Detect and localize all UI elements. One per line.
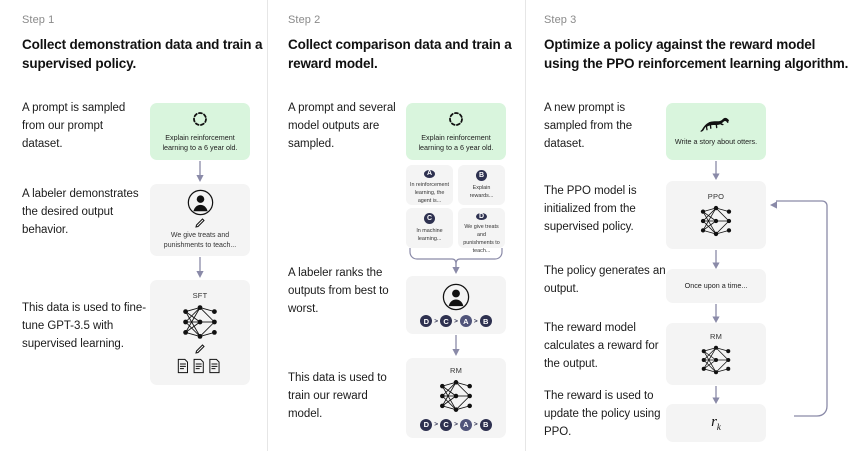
step-1-labeler-box[interactable]: We give treats and punishments to teach.… bbox=[150, 184, 250, 256]
rank-sep-2: > bbox=[454, 421, 458, 428]
step-1-label: Step 1 bbox=[22, 14, 55, 26]
ppo-label: PPO bbox=[707, 191, 725, 201]
step-3-caption-4: The reward model calculates a reward for… bbox=[544, 322, 659, 370]
rank-sep-3: > bbox=[473, 421, 478, 428]
rank-badge-1: D bbox=[420, 418, 433, 431]
refresh-dashed-icon bbox=[447, 110, 465, 128]
step-3-caption-5: The reward is used to update the policy … bbox=[544, 390, 661, 438]
step-3-output-box[interactable]: Once upon a time... bbox=[666, 269, 766, 303]
rank-badge-1: D bbox=[420, 315, 433, 327]
step-2-title: Collect comparison data and train a rewa… bbox=[288, 37, 512, 72]
step-1-labeler-text: We give treats and punishments to teach.… bbox=[163, 232, 237, 249]
step-2-rm-box[interactable]: RM D bbox=[406, 358, 506, 438]
rank-badge-4: B bbox=[479, 418, 492, 431]
step-2-caption-1: A prompt and several model outputs are s… bbox=[288, 102, 396, 150]
option-badge-a: A bbox=[424, 170, 435, 178]
step-2-ranker-box[interactable]: D > C > A > B bbox=[406, 276, 506, 334]
rank-badge-3: A bbox=[459, 315, 472, 327]
rank-sep-1: > bbox=[434, 317, 439, 325]
option-card-c[interactable]: C In machine learning... bbox=[406, 208, 453, 248]
reward-value: rk bbox=[711, 414, 721, 432]
documents-icon bbox=[177, 358, 223, 374]
person-circle-icon bbox=[442, 283, 470, 311]
step-3-caption-3: The policy generates an output. bbox=[544, 265, 666, 295]
option-card-b[interactable]: B Explain rewards... bbox=[458, 165, 505, 205]
step-3-rm-box[interactable]: RM bbox=[666, 323, 766, 385]
rank-sep-1: > bbox=[434, 421, 439, 428]
step-1-caption-3: This data is used to fine-tune GPT-3.5 w… bbox=[22, 302, 146, 350]
step-1-caption-2: A labeler demonstrates the desired outpu… bbox=[22, 188, 139, 236]
step-2-prompt-text: Explain reinforcement learning to a 6 ye… bbox=[418, 132, 494, 152]
step-3-column: Step 3 Optimize a policy against the rew… bbox=[525, 0, 850, 451]
option-card-a[interactable]: A In reinforcement learning, the agent i… bbox=[406, 165, 453, 205]
neural-network-icon bbox=[695, 343, 737, 377]
reward-subscript: k bbox=[716, 422, 721, 432]
person-circle-icon bbox=[187, 189, 214, 216]
rank-badge-2: C bbox=[440, 315, 453, 327]
step-2-prompt-box[interactable]: Explain reinforcement learning to a 6 ye… bbox=[406, 103, 506, 160]
neural-network-icon bbox=[433, 377, 479, 415]
ranking-row-rm: D > C > A > B bbox=[420, 418, 492, 431]
otter-icon bbox=[699, 116, 733, 133]
step-1-title: Collect demonstration data and train a s… bbox=[22, 37, 263, 72]
merge-brace-connector bbox=[406, 248, 506, 275]
step-2-label: Step 2 bbox=[288, 14, 321, 26]
rm-label: RM bbox=[709, 331, 723, 341]
pencil-icon bbox=[194, 217, 206, 229]
step-1-caption-1: A prompt is sampled from our prompt data… bbox=[22, 102, 126, 150]
option-card-d[interactable]: D We give treats and punishments to teac… bbox=[458, 208, 505, 254]
arrow-ranker-to-rm bbox=[449, 335, 463, 357]
step-1-prompt-box[interactable]: Explain reinforcement learning to a 6 ye… bbox=[150, 103, 250, 160]
step-1-prompt-text: Explain reinforcement learning to a 6 ye… bbox=[162, 132, 238, 152]
step-3-ppo-box[interactable]: PPO bbox=[666, 181, 766, 249]
arrow-prompt-to-labeler bbox=[193, 161, 207, 183]
rank-badge-3: A bbox=[459, 418, 472, 431]
step-2-caption-2: A labeler ranks the outputs from best to… bbox=[288, 267, 389, 315]
neural-network-icon bbox=[694, 203, 738, 239]
step-1-column: Step 1 Collect demonstration data and tr… bbox=[0, 0, 267, 451]
step-3-prompt-text: Write a story about otters. bbox=[674, 136, 758, 146]
sft-label: SFT bbox=[192, 291, 208, 300]
rm-label: RM bbox=[449, 365, 463, 375]
rank-badge-4: B bbox=[479, 315, 492, 327]
arrow-prompt-to-ppo bbox=[709, 161, 723, 181]
step-2-column: Step 2 Collect comparison data and train… bbox=[267, 0, 525, 451]
option-badge-c: C bbox=[424, 213, 435, 224]
step-3-reward-box[interactable]: rk bbox=[666, 404, 766, 442]
ranking-row-labeler: D > C > A > B bbox=[420, 315, 492, 327]
step-3-prompt-box[interactable]: Write a story about otters. bbox=[666, 103, 766, 160]
step-3-caption-1: A new prompt is sampled from the dataset… bbox=[544, 102, 633, 150]
reward-symbol: r bbox=[711, 414, 717, 430]
arrow-labeler-to-sft bbox=[193, 257, 207, 279]
arrow-output-to-rm bbox=[709, 304, 723, 324]
option-text-a: In reinforcement learning, the agent is.… bbox=[410, 181, 449, 204]
option-badge-b: B bbox=[476, 170, 487, 181]
step-3-caption-2: The PPO model is initialized from the su… bbox=[544, 185, 637, 233]
pencil-icon bbox=[194, 343, 206, 355]
refresh-dashed-icon bbox=[191, 110, 209, 128]
ppo-feedback-loop-arrow bbox=[764, 200, 836, 426]
arrow-ppo-to-output bbox=[709, 250, 723, 270]
step-3-output-text: Once upon a time... bbox=[684, 280, 748, 290]
option-text-c: In machine learning... bbox=[416, 228, 443, 243]
rank-badge-2: C bbox=[440, 418, 453, 431]
option-badge-d: D bbox=[476, 213, 487, 220]
step-3-label: Step 3 bbox=[544, 14, 577, 26]
step-2-caption-3: This data is used to train our reward mo… bbox=[288, 372, 387, 420]
rank-sep-3: > bbox=[473, 317, 478, 325]
neural-network-icon bbox=[176, 302, 224, 342]
step-3-title: Optimize a policy against the reward mod… bbox=[544, 37, 849, 72]
arrow-rm-to-reward bbox=[709, 386, 723, 405]
step-1-sft-box[interactable]: SFT bbox=[150, 280, 250, 385]
rank-sep-2: > bbox=[454, 317, 458, 325]
option-text-d: We give treats and punishments to teach.… bbox=[463, 224, 500, 255]
option-text-b: Explain rewards... bbox=[469, 185, 494, 200]
